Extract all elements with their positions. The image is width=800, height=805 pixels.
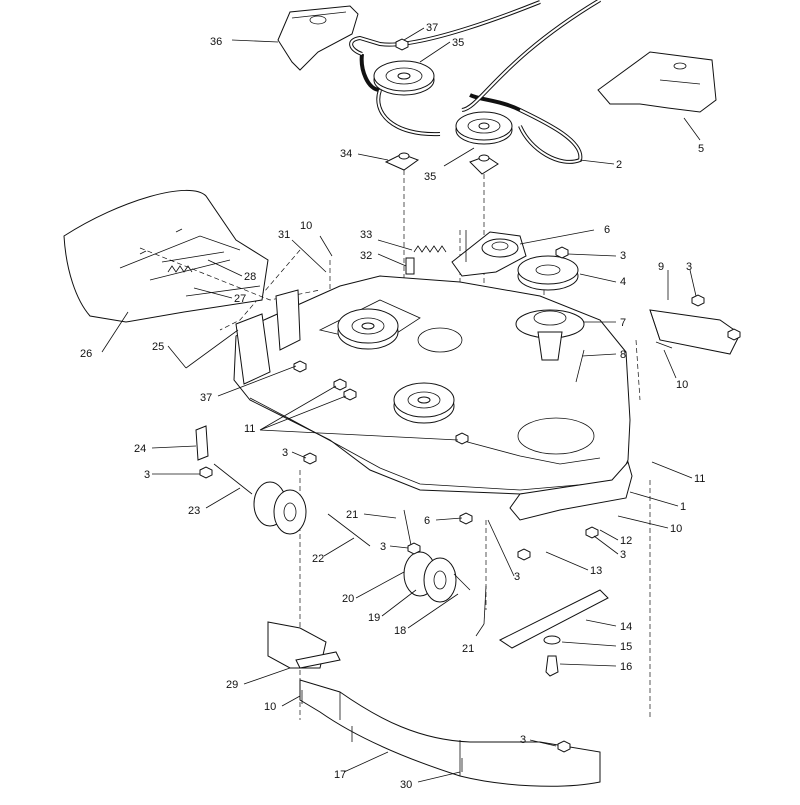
callout-11: 11 [694, 473, 705, 485]
callout-35: 35 [424, 171, 436, 183]
spacer-34 [384, 152, 420, 171]
callout-37: 37 [426, 22, 438, 34]
discharge-chute [63, 189, 269, 323]
bushing-32 [405, 257, 415, 275]
callout-35: 35 [452, 37, 464, 49]
callout-10: 10 [670, 523, 682, 535]
callout-21: 21 [346, 509, 358, 521]
callout-14: 14 [620, 621, 632, 633]
callout-3: 3 [282, 447, 288, 459]
callout-27: 27 [234, 293, 246, 305]
callout-3: 3 [620, 549, 626, 561]
callout-29: 29 [226, 679, 238, 691]
spindle-pulley-left [337, 308, 399, 350]
callout-3: 3 [380, 541, 386, 553]
callout-10: 10 [676, 379, 688, 391]
callout-32: 32 [360, 250, 372, 262]
belt-cover-right [597, 51, 717, 113]
deck-nuts [199, 246, 599, 561]
idler-spring-33 [413, 245, 447, 253]
rear-bracket-9 [649, 309, 741, 355]
front-skirt-17 [299, 679, 601, 787]
skirt-bolts [301, 690, 463, 772]
deck-baffle-bracket [235, 289, 301, 385]
callout-3: 3 [620, 250, 626, 262]
callout-12: 12 [620, 535, 632, 547]
chute-spring-27 [167, 265, 193, 273]
callout-3: 3 [144, 469, 150, 481]
baffle-29 [267, 621, 341, 669]
callout-1: 1 [680, 501, 686, 513]
bracket-24 [195, 425, 209, 461]
callout-31: 31 [278, 229, 290, 241]
callout-19: 19 [368, 612, 380, 624]
callout-6: 6 [424, 515, 430, 527]
anti-scalp-wheel-left [253, 481, 307, 535]
callout-7: 7 [620, 317, 626, 329]
callout-15: 15 [620, 641, 632, 653]
callout-37: 37 [200, 392, 212, 404]
callout-11: 11 [244, 423, 255, 435]
nut-37-top [395, 38, 409, 51]
callout-33: 33 [360, 229, 372, 241]
rod-25 [185, 329, 239, 369]
callout-10: 10 [300, 220, 312, 232]
axle-bolts [213, 463, 471, 591]
callout-26: 26 [80, 348, 92, 360]
bolt-8 [575, 349, 585, 383]
idler-arm [451, 230, 527, 277]
callout-30: 30 [400, 779, 412, 791]
callout-13: 13 [590, 565, 602, 577]
callout-10: 10 [264, 701, 276, 713]
belt-cover-left [277, 5, 359, 71]
spindle-assembly-7 [515, 309, 585, 361]
callout-8: 8 [620, 349, 626, 361]
callout-labels: 36 37 35 34 35 2 5 10 31 33 6 3 32 28 4 … [80, 22, 705, 791]
callout-9: 9 [658, 261, 664, 273]
callout-20: 20 [342, 593, 354, 605]
callout-4: 4 [620, 276, 626, 288]
callout-3: 3 [520, 734, 526, 746]
callout-24: 24 [134, 443, 146, 455]
callout-34: 34 [340, 148, 352, 160]
nut-3-bracket [691, 294, 741, 341]
nut-3-skirt [557, 740, 571, 753]
callout-17: 17 [334, 769, 346, 781]
callout-36: 36 [210, 36, 222, 48]
pulley-4 [517, 255, 579, 291]
callout-18: 18 [394, 625, 406, 637]
callout-2: 2 [616, 159, 622, 171]
anti-scalp-wheel-right [403, 551, 457, 603]
chute-rod-28 [161, 251, 225, 263]
callout-6: 6 [604, 224, 610, 236]
spacer-35 [469, 154, 499, 175]
callout-3: 3 [514, 571, 520, 583]
callout-28: 28 [244, 271, 256, 283]
callout-16: 16 [620, 661, 632, 673]
callout-22: 22 [312, 553, 324, 565]
idler-pulley-upper [373, 60, 435, 96]
bolt-21-lower [483, 585, 487, 625]
blade-hardware [543, 635, 561, 677]
callout-21: 21 [462, 643, 474, 655]
callout-3: 3 [686, 261, 692, 273]
bolt-10-bracket [655, 341, 673, 349]
callout-25: 25 [152, 341, 164, 353]
drive-belt [349, 0, 602, 164]
callout-5: 5 [698, 143, 704, 155]
leader-lines [101, 27, 701, 783]
spindle-pulley-center [393, 382, 455, 424]
blade-14 [499, 589, 609, 649]
idler-pulley-lower [455, 111, 513, 145]
callout-23: 23 [188, 505, 200, 517]
